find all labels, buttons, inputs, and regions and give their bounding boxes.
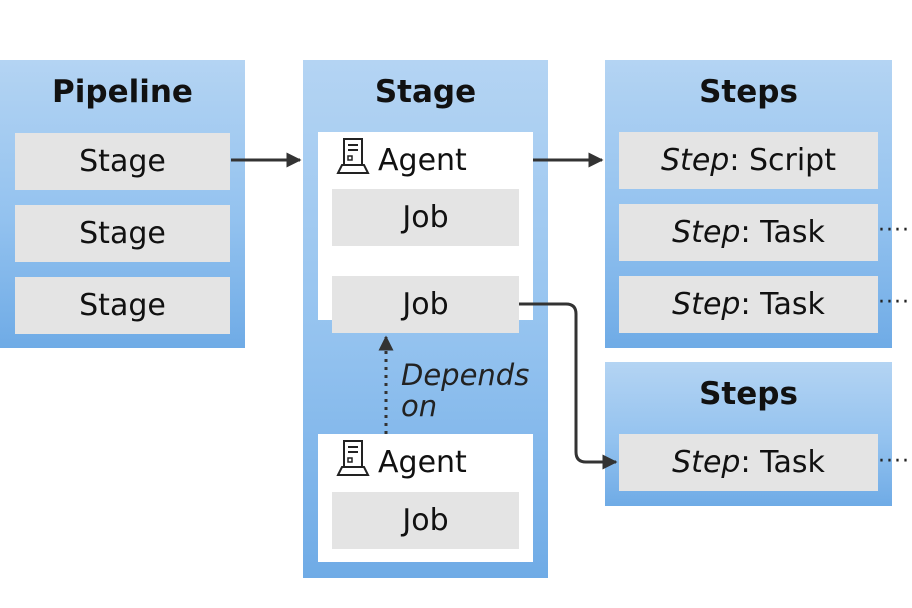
step-script[interactable]: Step: Script — [619, 132, 878, 189]
steps-panel-top: Steps Step: Script Step: Task Step: Task — [605, 60, 892, 348]
steps-title-bottom: Steps — [699, 376, 798, 412]
step-prefix: Step — [672, 445, 741, 480]
agent-label-2: Agent — [378, 444, 467, 480]
pipeline-stage-3[interactable]: Stage — [15, 277, 230, 334]
pipeline-title: Pipeline — [52, 74, 193, 110]
step-task-1[interactable]: Step: Task — [619, 204, 878, 261]
pipeline-panel: Pipeline Stage Stage Stage — [0, 60, 245, 348]
continuation-dots-2: ···· — [878, 290, 910, 315]
continuation-dots-3: ···· — [878, 449, 910, 474]
continuation-dots-1: ···· — [878, 218, 910, 243]
depends-on-line-1: Depends — [401, 358, 530, 392]
agent-header-2: Agent — [334, 439, 467, 485]
step-suffix: : Script — [729, 143, 836, 178]
pipeline-stage-1[interactable]: Stage — [15, 133, 230, 190]
agent-header-1: Agent — [334, 137, 467, 183]
step-suffix: : Task — [740, 445, 825, 480]
step-suffix: : Task — [740, 287, 825, 322]
server-agent-icon — [334, 439, 378, 485]
stage-title: Stage — [374, 74, 477, 110]
step-task-3[interactable]: Step: Task — [619, 434, 878, 491]
pipeline-stage-2[interactable]: Stage — [15, 205, 230, 262]
agent-box-2[interactable]: Agent Job — [318, 434, 533, 562]
steps-title-top: Steps — [699, 74, 798, 110]
step-prefix: Step — [672, 287, 741, 322]
step-prefix: Step — [672, 215, 741, 250]
depends-on-line-2: on — [401, 389, 438, 423]
depends-on-label: Depends on — [401, 360, 529, 422]
step-task-2[interactable]: Step: Task — [619, 276, 878, 333]
agent-label-1: Agent — [378, 142, 467, 178]
step-prefix: Step — [661, 143, 730, 178]
server-agent-icon — [334, 137, 378, 183]
arrow-job-to-steps — [519, 302, 618, 470]
step-suffix: : Task — [740, 215, 825, 250]
agent-job-2[interactable]: Job — [332, 492, 519, 549]
stage-panel: Stage Agent Job Job Depends on — [303, 60, 548, 578]
agent-job-1[interactable]: Job — [332, 189, 519, 246]
steps-panel-bottom: Steps Step: Task — [605, 362, 892, 506]
dependent-job[interactable]: Job — [332, 276, 519, 333]
